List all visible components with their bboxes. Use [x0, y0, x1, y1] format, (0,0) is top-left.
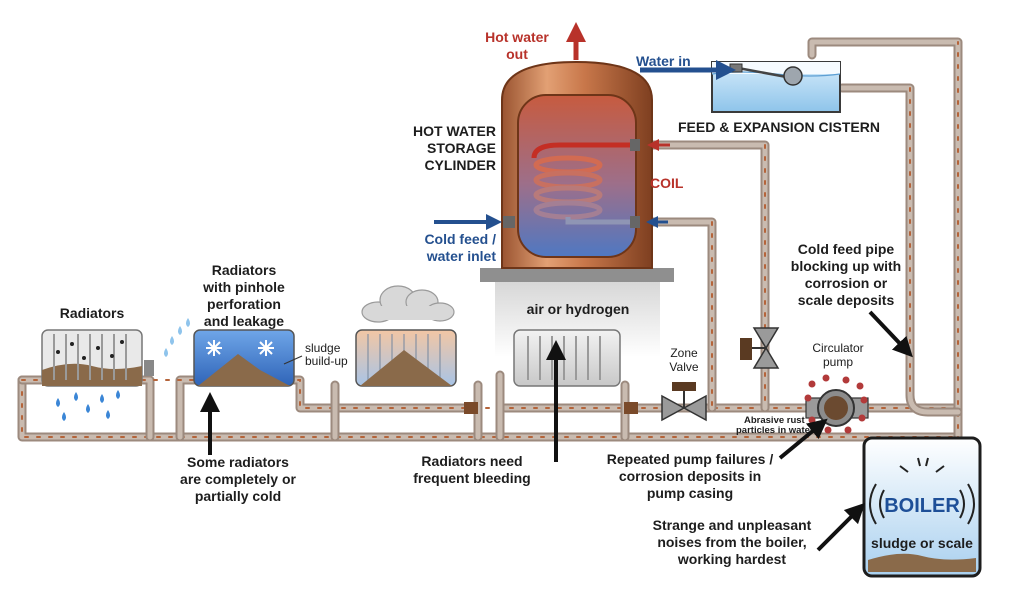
radiators-label: Radiators — [60, 305, 125, 321]
radiator-sludge — [355, 285, 478, 414]
cold-radiators-line1: Some radiators — [187, 454, 289, 470]
zone-valve-line1: Zone — [670, 346, 698, 360]
abrasive-line1: Abrasive rust — [744, 415, 806, 426]
zone-valve-line2: Valve — [669, 360, 698, 374]
circulator-line2: pump — [823, 355, 853, 369]
cold-feed-pipe-note: Cold feed pipe blocking up with corrosio… — [791, 241, 913, 358]
abrasive-line2: particles in water — [736, 425, 814, 436]
cold-feed-pipe-line2: blocking up with — [791, 258, 901, 274]
pump-impeller-icon — [824, 396, 848, 420]
bleeding-line1: Radiators need — [421, 453, 522, 469]
gate-valve-icon — [661, 382, 707, 422]
coil-label: COIL — [650, 175, 684, 191]
noises-pointer — [816, 502, 866, 552]
boiler-noise-icon — [869, 457, 975, 525]
radiators-leak-line4: and leakage — [204, 313, 284, 329]
cold-radiators-line2: are completely or — [180, 471, 296, 487]
cloud-icon — [361, 285, 455, 323]
cold-feed-pipe-line4: scale deposits — [798, 292, 895, 308]
cylinder-label-line3: CYLINDER — [424, 157, 496, 173]
hot-water-cylinder: Hot water out COIL HOT WATER STORAGE CYL… — [413, 22, 684, 357]
feed-expansion-cistern: Water in FEED & EXPANSION CISTERN — [636, 53, 880, 135]
noises-line2: noises from the boiler, — [657, 534, 806, 550]
boiler: BOILER sludge or scale Strange and unple… — [653, 436, 982, 578]
cylinder-label-line2: STORAGE — [427, 140, 496, 156]
radiators-leak-line3: perforation — [207, 296, 281, 312]
radiators-leak-line1: Radiators — [212, 262, 277, 278]
air-hydrogen-label: air or hydrogen — [527, 301, 630, 317]
boiler-label: BOILER — [884, 495, 960, 517]
cylinder-label-line1: HOT WATER — [413, 123, 496, 139]
pump-fail-pointer — [778, 418, 828, 460]
radiators-leak-line2: with pinhole — [202, 279, 285, 295]
cold-feed-valve — [740, 327, 780, 369]
radiator-cold-pinhole: Radiators with pinhole perforation and l… — [164, 262, 348, 504]
ball-float-icon — [729, 63, 803, 86]
cold-feed-pipe-pointer — [868, 310, 913, 358]
cistern-label: FEED & EXPANSION CISTERN — [678, 119, 880, 135]
cold-radiators-line3: partially cold — [195, 488, 281, 504]
sludge-line2: build-up — [305, 354, 348, 368]
sludge-line1: sludge — [305, 341, 341, 355]
cold-feed-pipe-line1: Cold feed pipe — [798, 241, 895, 257]
water-drop-icon — [56, 390, 120, 421]
noises-line1: Strange and unpleasant — [653, 517, 812, 533]
boiler-sludge-label: sludge or scale — [871, 535, 973, 551]
snowflake-icon — [206, 340, 274, 356]
cylinder-stand — [480, 268, 674, 282]
cold-feed-pipe-line3: corrosion or — [805, 275, 888, 291]
radiator-leaking: Radiators — [41, 305, 154, 421]
circulator-line1: Circulator — [812, 341, 863, 355]
hot-water-out-line1: Hot water — [485, 29, 549, 45]
cold-feed-line2: water inlet — [426, 248, 497, 264]
pump-fail-line1: Repeated pump failures / — [607, 451, 774, 467]
cold-feed-line1: Cold feed / — [424, 231, 496, 247]
water-in-label: Water in — [636, 53, 691, 69]
pump-fail-line2: corrosion deposits in — [619, 468, 761, 484]
radiator-bleeding: Radiators need frequent bleeding — [413, 329, 638, 486]
circulator-pump: Circulator pump Abrasive rust particles … — [607, 341, 869, 501]
pump-fail-line3: pump casing — [647, 485, 733, 501]
zone-valve: Zone Valve — [661, 346, 707, 422]
bleeding-line2: frequent bleeding — [413, 470, 530, 486]
noises-line3: working hardest — [677, 551, 786, 567]
coil-icon — [531, 142, 636, 225]
hot-water-out-line2: out — [506, 46, 528, 62]
